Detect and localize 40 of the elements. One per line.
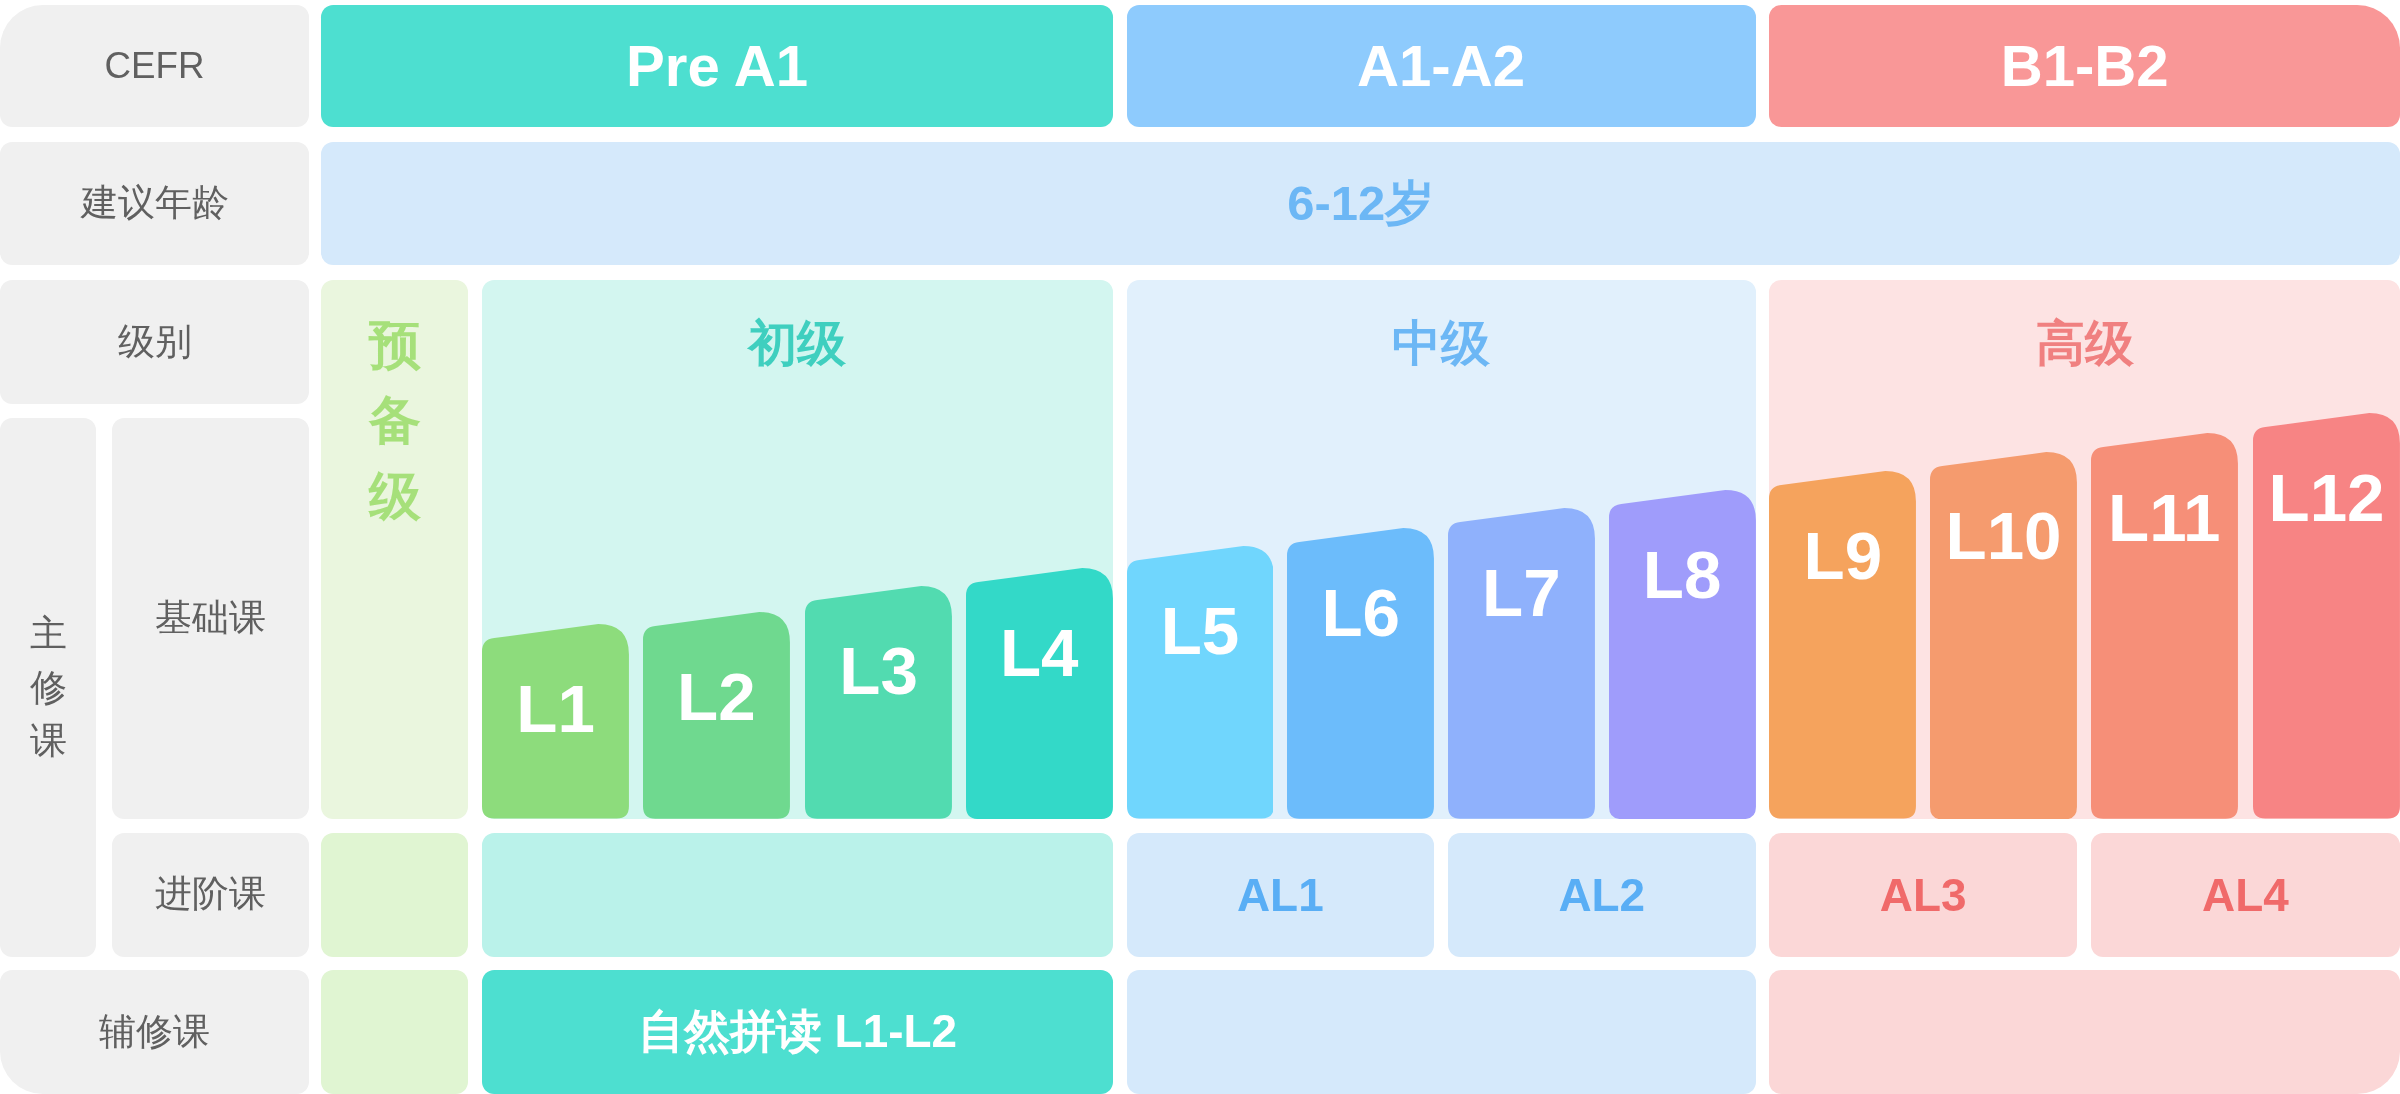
- row-header: 建议年龄: [0, 142, 310, 265]
- empty-cell: [1126, 970, 1756, 1094]
- level-bar: L5: [1126, 546, 1274, 819]
- level-bar: L12: [2253, 413, 2400, 819]
- course-cell: AL1: [1126, 832, 1435, 957]
- level-band: A1-A2: [1126, 4, 1756, 127]
- level-heading: 初级: [746, 314, 848, 372]
- row-header: 辅修课: [0, 970, 310, 1094]
- row-header: 级别: [0, 280, 310, 405]
- level-panel: [1769, 280, 2400, 819]
- level-panel: [1126, 280, 1756, 819]
- course-cell: 自然拼读 L1-L2: [482, 970, 1113, 1094]
- level-bar: L6: [1287, 528, 1435, 819]
- empty-cell: [321, 832, 469, 957]
- course-cell: AL4: [2090, 832, 2400, 957]
- row-header: CEFR: [0, 4, 310, 127]
- level-bar: L7: [1447, 508, 1595, 819]
- course-cell: AL3: [1769, 832, 2077, 957]
- level-bar: L1: [482, 624, 630, 819]
- row-header: 进阶课: [111, 832, 310, 957]
- level-bar: L2: [642, 612, 790, 819]
- level-band: Pre A1: [321, 4, 1113, 127]
- level-bar: L11: [2090, 433, 2238, 819]
- level-bar: L3: [805, 586, 953, 819]
- level-band: B1-B2: [1769, 4, 2400, 127]
- level-bar: L4: [965, 567, 1113, 819]
- level-bar: L9: [1769, 471, 1917, 819]
- level-bar: L8: [1608, 489, 1756, 819]
- level-column: 预备级: [321, 280, 469, 819]
- empty-cell: [321, 970, 469, 1094]
- row-header: 基础课: [111, 417, 310, 819]
- level-panel: [482, 280, 1113, 819]
- level-bar: L10: [1930, 451, 2077, 819]
- course-cell: AL2: [1447, 832, 1756, 957]
- level-heading: 高级: [2034, 314, 2135, 372]
- empty-cell: [482, 832, 1113, 957]
- row-header: 主修课: [0, 417, 97, 957]
- age-band: 6-12岁: [321, 142, 2400, 265]
- empty-cell: [1769, 970, 2400, 1094]
- level-heading: 中级: [1391, 314, 1492, 372]
